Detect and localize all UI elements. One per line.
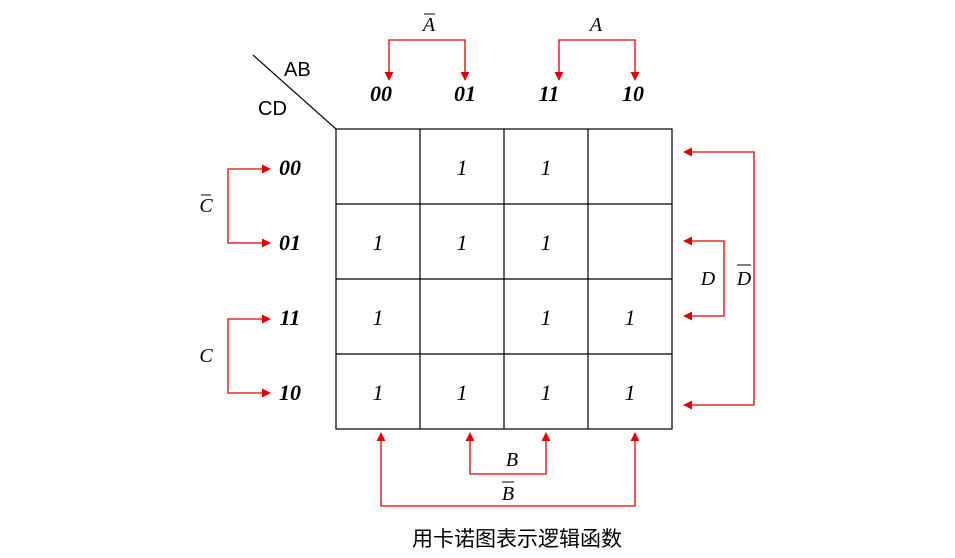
row-header-01: 01 xyxy=(279,230,301,255)
cell-r1-c1: 1 xyxy=(457,230,468,255)
bracket-left-not-c: C xyxy=(199,164,271,248)
label-not-d: D xyxy=(736,268,752,290)
column-variables-label: AB xyxy=(284,59,311,81)
corner-diagonal xyxy=(252,54,337,130)
label-b: B xyxy=(506,449,518,471)
bracket-top-a: A xyxy=(554,14,640,81)
row-header-10: 10 xyxy=(279,380,301,405)
row-headers: 00 01 11 10 xyxy=(279,155,301,405)
kmap-cells: 1 1 1 1 1 1 1 1 1 1 1 1 xyxy=(373,155,636,405)
cell-r3-c0: 1 xyxy=(373,380,384,405)
cell-r2-c0: 1 xyxy=(373,305,384,330)
row-header-00: 00 xyxy=(279,155,301,180)
cell-r3-c3: 1 xyxy=(625,380,636,405)
label-c: C xyxy=(199,345,213,367)
cell-r2-c3: 1 xyxy=(625,305,636,330)
column-header-10: 10 xyxy=(622,81,644,106)
bracket-right-not-d: D xyxy=(683,147,755,410)
label-d: D xyxy=(700,268,716,290)
label-not-a: A xyxy=(421,14,436,36)
bracket-right-d: D xyxy=(683,236,725,321)
bracket-bottom-b: B xyxy=(465,432,551,475)
cell-r0-c2: 1 xyxy=(541,155,552,180)
figure-caption: 用卡诺图表示逻辑函数 xyxy=(412,527,622,551)
label-a: A xyxy=(588,14,603,36)
column-headers: 00 01 11 10 xyxy=(370,81,644,106)
cell-r3-c2: 1 xyxy=(541,380,552,405)
cell-r2-c2: 1 xyxy=(541,305,552,330)
row-header-11: 11 xyxy=(280,305,301,330)
label-not-c: C xyxy=(199,195,213,217)
cell-r1-c2: 1 xyxy=(541,230,552,255)
row-variables-label: CD xyxy=(258,98,287,120)
cell-r3-c1: 1 xyxy=(457,380,468,405)
bracket-top-not-a: A xyxy=(384,13,470,81)
label-not-b: B xyxy=(502,483,514,505)
kmap-grid xyxy=(335,128,673,430)
bracket-bottom-not-b: B xyxy=(376,432,640,507)
column-header-00: 00 xyxy=(370,81,392,106)
column-header-11: 11 xyxy=(539,81,560,106)
cell-r0-c1: 1 xyxy=(457,155,468,180)
bracket-left-c: C xyxy=(199,314,271,398)
cell-r1-c0: 1 xyxy=(373,230,384,255)
column-header-01: 01 xyxy=(454,81,476,106)
